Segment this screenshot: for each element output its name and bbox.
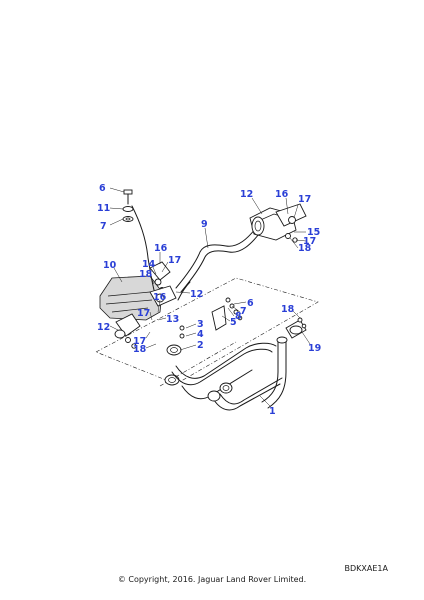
callout-17: 17 [168, 255, 181, 266]
callout-1: 1 [269, 406, 276, 417]
tail-silencer-assembly [249, 203, 307, 243]
callout-5: 5 [230, 317, 237, 328]
callout-labels: 6 11 7 12 16 17 9 15 17 18 16 14 17 10 1… [97, 183, 321, 417]
callout-19: 19 [308, 343, 321, 354]
callout-7: 7 [240, 306, 247, 317]
rubber-mount-bracket-left [114, 313, 141, 349]
callout-18: 18 [139, 269, 153, 280]
callout-10: 10 [103, 260, 117, 271]
callout-18: 18 [298, 243, 312, 254]
callout-17: 17 [133, 336, 146, 347]
callout-15: 15 [307, 227, 320, 238]
callout-13: 13 [166, 314, 179, 325]
dashed-group-outline-front [159, 341, 237, 387]
callout-17: 17 [303, 236, 316, 247]
dashed-group-outline-rear [95, 277, 319, 385]
callout-12: 12 [97, 322, 110, 333]
copyright-notice: © Copyright, 2016. Jaguar Land Rover Lim… [117, 575, 307, 584]
callout-17: 17 [298, 194, 311, 205]
callout-2: 2 [197, 340, 204, 351]
bolt-washer-set [122, 189, 134, 222]
clamp-hardware-group [179, 297, 243, 339]
callout-11: 11 [97, 203, 110, 214]
callout-12: 12 [190, 289, 203, 300]
reference-code: BDKXAE1A [344, 564, 388, 573]
callout-18: 18 [133, 344, 147, 355]
pipe-clamp-set [164, 344, 182, 386]
callout-4: 4 [197, 329, 204, 340]
callout-12: 12 [240, 189, 253, 200]
hanger-strap [131, 205, 155, 291]
callout-16: 16 [153, 292, 167, 303]
callout-7: 7 [100, 221, 107, 232]
callout-6: 6 [247, 298, 254, 309]
heat-shield [99, 275, 163, 321]
callout-3: 3 [197, 319, 204, 330]
callout-8: 8 [235, 311, 242, 322]
leader-lines [109, 187, 311, 407]
callout-6: 6 [99, 183, 106, 194]
callout-16: 16 [154, 243, 168, 254]
rubber-mount-bracket-mid [149, 261, 177, 307]
front-pipe-assembly [171, 336, 288, 411]
callout-16: 16 [275, 189, 289, 200]
callout-17: 17 [137, 308, 150, 319]
callout-14: 14 [142, 259, 156, 270]
downpipe-flange [285, 317, 307, 339]
callout-18: 18 [281, 304, 295, 315]
callout-9: 9 [201, 219, 208, 230]
tail-pipe [175, 227, 260, 301]
